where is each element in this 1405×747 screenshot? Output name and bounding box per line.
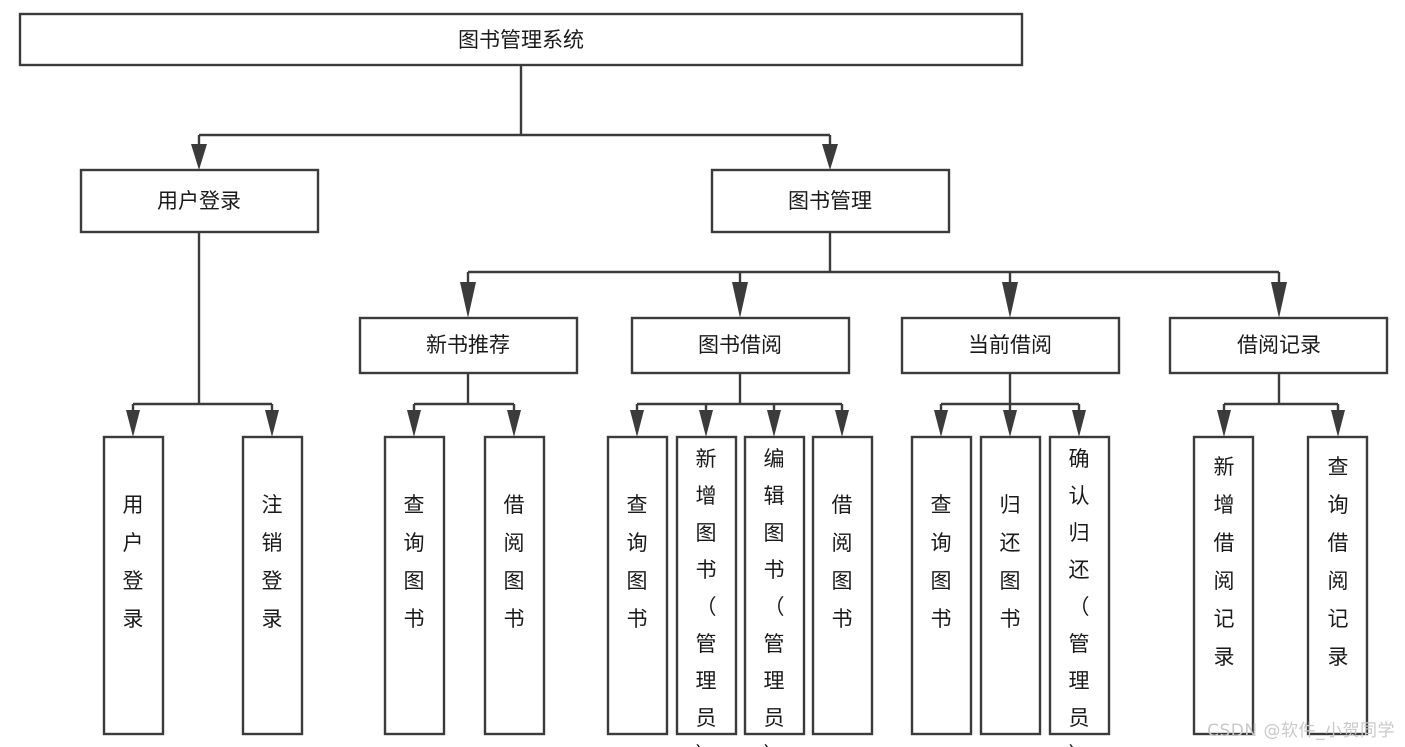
node-leaf-query-book-3[interactable]: 查询图书: [910, 435, 973, 736]
node-leaf-edit-book-box[interactable]: [743, 435, 806, 736]
node-book-borrow[interactable]: 图书借阅: [630, 316, 851, 375]
arrow-head-leaf-logout-login: [265, 410, 279, 437]
arrow-head-current-borrow: [1002, 282, 1018, 318]
node-leaf-borrow-book-1-box[interactable]: [483, 435, 546, 736]
arrow-head-leaf-borrow-book-2: [835, 410, 849, 437]
node-leaf-add-record-label: 新增借阅记录: [1214, 455, 1235, 669]
node-current-borrow-label: 当前借阅: [968, 333, 1052, 357]
node-current-borrow-box[interactable]: [900, 316, 1121, 375]
node-leaf-borrow-book-1-label: 借阅图书: [504, 493, 525, 631]
node-leaf-add-book[interactable]: 新增图书（管理员）: [675, 435, 738, 747]
arrow-head-leaf-query-record: [1331, 410, 1345, 437]
node-user-login-box[interactable]: [79, 168, 320, 234]
node-leaf-add-record-box[interactable]: [1192, 435, 1255, 736]
node-leaf-logout-login-label: 注销登录: [262, 493, 283, 631]
arrow-head-leaf-add-record: [1217, 410, 1231, 437]
node-leaf-query-book-2-label: 查询图书: [627, 493, 648, 631]
node-root-box[interactable]: [18, 12, 1024, 67]
node-leaf-user-login-label: 用户登录: [123, 493, 144, 631]
node-leaf-query-book-1-box[interactable]: [383, 435, 446, 736]
node-leaf-confirm-return-label: 确认归还（管理员）: [1069, 447, 1090, 747]
node-leaf-query-book-3-label: 查询图书: [931, 493, 952, 631]
node-leaf-borrow-book-2[interactable]: 借阅图书: [811, 435, 874, 736]
node-user-login[interactable]: 用户登录: [79, 168, 320, 234]
arrow-head-user-login: [191, 144, 207, 170]
arrow-head-leaf-query-book-2: [630, 410, 644, 437]
arrow-head-book-manage: [822, 144, 838, 170]
node-borrow-record-box[interactable]: [1168, 316, 1389, 375]
node-leaf-add-book-box[interactable]: [675, 435, 738, 736]
node-leaf-query-book-3-box[interactable]: [910, 435, 973, 736]
node-leaf-query-record-label: 查询借阅记录: [1328, 455, 1349, 669]
node-leaf-user-login-box[interactable]: [102, 435, 165, 736]
arrow-head-leaf-edit-book: [767, 410, 781, 437]
arrow-head-borrow-record: [1271, 282, 1287, 318]
node-leaf-edit-book-label: 编辑图书（管理员）: [764, 447, 785, 747]
node-borrow-record[interactable]: 借阅记录: [1168, 316, 1389, 375]
node-leaf-return-book[interactable]: 归还图书: [979, 435, 1042, 736]
node-book-manage-box[interactable]: [710, 168, 951, 234]
node-leaf-add-record[interactable]: 新增借阅记录: [1192, 435, 1255, 736]
node-leaf-query-book-1-label: 查询图书: [404, 493, 425, 631]
node-book-manage[interactable]: 图书管理: [710, 168, 951, 234]
node-borrow-record-label: 借阅记录: [1237, 333, 1321, 357]
node-leaf-query-book-2-box[interactable]: [606, 435, 669, 736]
arrow-head-leaf-user-login: [126, 410, 140, 437]
node-leaf-logout-login-box[interactable]: [241, 435, 304, 736]
node-new-book-recommend[interactable]: 新书推荐: [358, 316, 579, 375]
node-leaf-query-book-2[interactable]: 查询图书: [606, 435, 669, 736]
node-leaf-edit-book[interactable]: 编辑图书（管理员）: [743, 435, 806, 747]
node-new-book-recommend-label: 新书推荐: [426, 333, 510, 357]
node-leaf-confirm-return-box[interactable]: [1048, 435, 1111, 736]
node-book-manage-label: 图书管理: [788, 189, 872, 213]
node-leaf-borrow-book-2-box[interactable]: [811, 435, 874, 736]
connector-layer: [126, 65, 1345, 437]
node-user-login-label: 用户登录: [157, 189, 241, 213]
node-leaf-add-book-label: 新增图书（管理员）: [696, 447, 717, 747]
csdn-watermark: CSDN @软件_小贺同学: [1207, 721, 1395, 741]
node-root-label: 图书管理系统: [458, 28, 584, 52]
node-new-book-recommend-box[interactable]: [358, 316, 579, 375]
node-leaf-logout-login[interactable]: 注销登录: [241, 435, 304, 736]
node-leaf-confirm-return[interactable]: 确认归还（管理员）: [1048, 435, 1111, 747]
arrow-head-leaf-query-book-1: [407, 410, 421, 437]
node-leaf-return-book-box[interactable]: [979, 435, 1042, 736]
arrow-head-leaf-borrow-book-1: [507, 410, 521, 437]
arrow-head-leaf-query-book-3: [934, 410, 948, 437]
node-leaf-user-login[interactable]: 用户登录: [102, 435, 165, 736]
node-leaf-query-book-1[interactable]: 查询图书: [383, 435, 446, 736]
arrow-head-leaf-confirm-return: [1072, 410, 1086, 437]
arrow-head-leaf-return-book: [1003, 410, 1017, 437]
arrow-head-leaf-add-book: [699, 410, 713, 437]
node-leaf-query-record-box[interactable]: [1306, 435, 1369, 736]
arrow-head-new-book-recommend: [460, 282, 476, 318]
node-root[interactable]: 图书管理系统: [18, 12, 1024, 67]
node-book-borrow-label: 图书借阅: [698, 333, 782, 357]
node-current-borrow[interactable]: 当前借阅: [900, 316, 1121, 375]
node-leaf-query-record[interactable]: 查询借阅记录: [1306, 435, 1369, 736]
node-leaf-borrow-book-2-label: 借阅图书: [832, 493, 853, 631]
arrow-head-book-borrow: [732, 282, 748, 318]
node-leaf-borrow-book-1[interactable]: 借阅图书: [483, 435, 546, 736]
node-book-borrow-box[interactable]: [630, 316, 851, 375]
node-leaf-return-book-label: 归还图书: [1000, 493, 1021, 631]
